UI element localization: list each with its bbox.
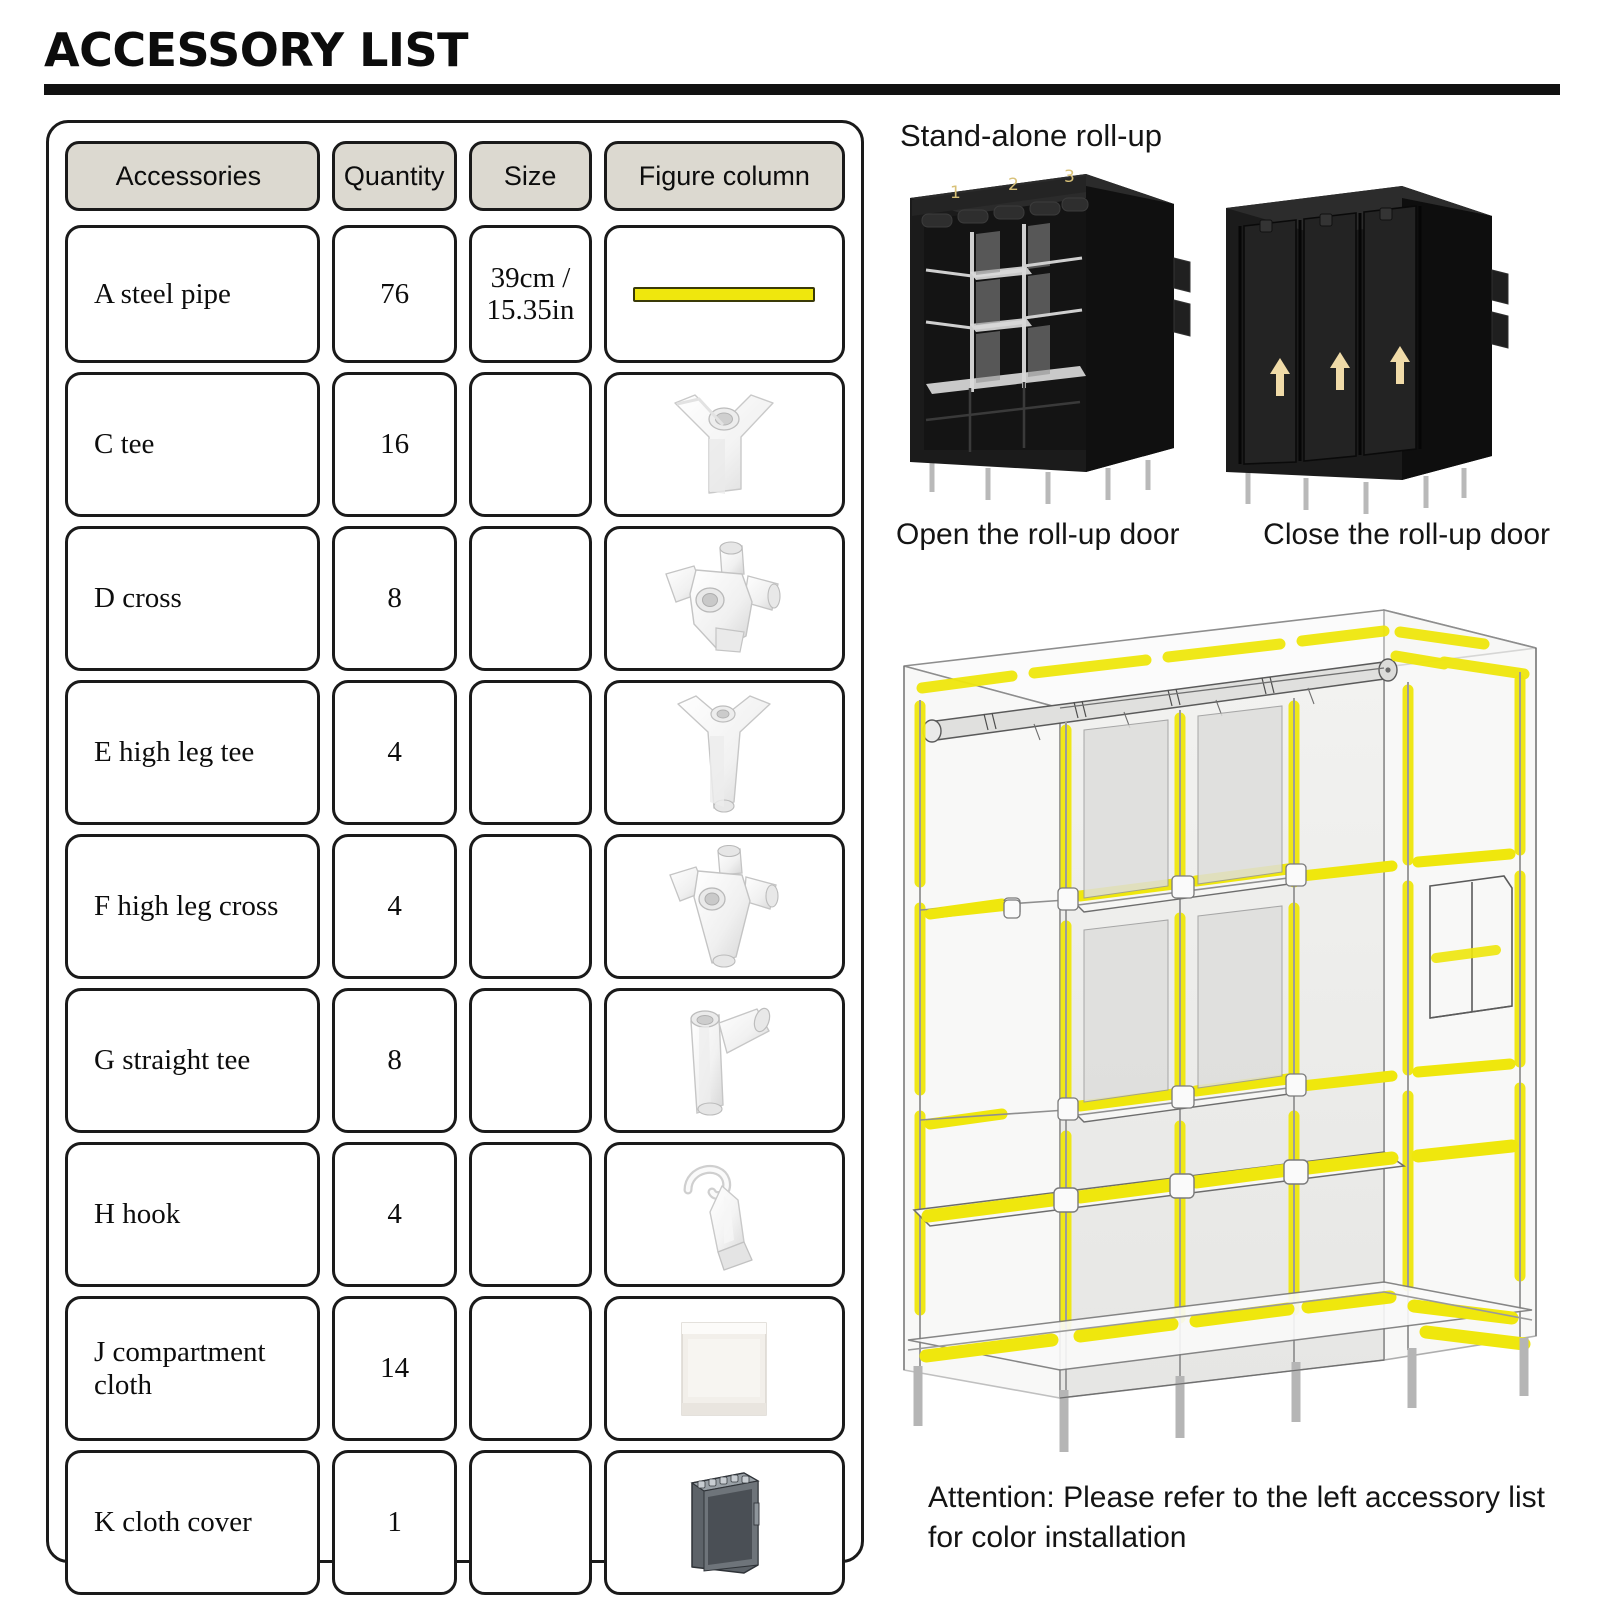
accessory-name: H hook <box>65 1142 321 1287</box>
wardrobe-captions: Open the roll-up door Close the roll-up … <box>890 518 1550 552</box>
accessory-size <box>469 680 592 825</box>
illustration-column: Stand-alone roll-up <box>890 118 1550 1475</box>
wardrobe-wireframe <box>903 608 1537 1452</box>
compartment-cloth-icon <box>681 1321 768 1416</box>
accessory-name: E high leg tee <box>65 680 321 825</box>
three-way-tee-connector-icon <box>674 393 775 494</box>
door-number-1: 1 <box>950 183 961 203</box>
accessory-name: K cloth cover <box>65 1450 321 1595</box>
accessory-quantity: 8 <box>332 526 458 671</box>
page-title: ACCESSORY LIST <box>44 23 469 77</box>
straight-tee-connector-icon <box>690 1007 771 1116</box>
size-line-1: 39cm / <box>490 261 571 294</box>
hook-icon <box>683 1164 754 1271</box>
accessory-name: F high leg cross <box>65 834 321 979</box>
open-wardrobe-illustration: 1 2 3 <box>910 167 1191 504</box>
column-header-figure-column: Figure column <box>603 141 845 211</box>
accessory-quantity: 4 <box>332 1142 458 1287</box>
closed-wardrobe-illustration <box>1226 186 1509 514</box>
accessory-figure <box>603 834 845 979</box>
table-row: H hook 4 <box>65 1142 845 1287</box>
accessory-quantity: 8 <box>332 988 458 1133</box>
accessory-quantity: 16 <box>332 372 458 517</box>
accessory-size <box>469 1450 592 1595</box>
accessory-size <box>469 834 592 979</box>
table-row: F high leg cross 4 <box>65 834 845 979</box>
title-divider <box>44 84 1560 96</box>
table-row: D cross 8 <box>65 526 845 671</box>
assembly-wireframe-diagram <box>884 570 1554 1475</box>
accessory-name: D cross <box>65 526 321 671</box>
table-header-row: Accessories Quantity Size Figure column <box>65 141 845 211</box>
accessory-size <box>469 1296 592 1441</box>
accessory-figure <box>603 680 845 825</box>
table-row: C tee 16 <box>65 372 845 517</box>
attention-line-2: for color installation <box>928 1520 1187 1554</box>
accessory-figure <box>603 1296 845 1441</box>
column-header-size: Size <box>468 141 592 211</box>
high-leg-tee-connector-icon <box>677 694 772 813</box>
size-line-2: 15.35in <box>486 294 575 326</box>
accessory-figure <box>603 988 845 1133</box>
door-number-2: 2 <box>1008 175 1019 195</box>
accessory-table: Accessories Quantity Size Figure column … <box>46 120 864 1595</box>
yellow-steel-pipe-icon <box>633 286 816 302</box>
cross-connector-icon <box>665 540 781 653</box>
cloth-cover-icon <box>690 1471 761 1574</box>
accessory-quantity: 1 <box>332 1450 458 1595</box>
column-header-accessories: Accessories <box>65 141 320 211</box>
open-door-caption: Open the roll-up door <box>896 518 1180 551</box>
accessory-figure <box>603 526 845 671</box>
accessory-quantity: 14 <box>332 1296 458 1441</box>
page-header: ACCESSORY LIST <box>44 23 1560 96</box>
attention-note: Attention: Please refer to the left acce… <box>928 1478 1568 1557</box>
close-door-caption: Close the roll-up door <box>1263 518 1550 551</box>
standalone-rollup-label: Stand-alone roll-up <box>900 118 1162 153</box>
table-row: J compartment cloth 14 <box>65 1296 845 1441</box>
accessory-figure <box>603 225 845 363</box>
accessory-quantity: 4 <box>332 680 458 825</box>
accessory-size: 39cm / 15.35in <box>469 225 592 363</box>
accessory-quantity: 76 <box>332 225 458 363</box>
accessory-size <box>469 526 592 671</box>
accessory-name: J compartment cloth <box>65 1296 321 1441</box>
column-header-quantity: Quantity <box>331 141 457 211</box>
high-leg-cross-connector-icon <box>669 844 779 968</box>
table-row: G straight tee 8 <box>65 988 845 1133</box>
accessory-size <box>469 988 592 1133</box>
attention-line-1: Attention: Please refer to the left acce… <box>928 1481 1545 1514</box>
table-row: A steel pipe 76 39cm / 15.35in <box>65 225 845 363</box>
accessory-figure <box>603 1142 845 1287</box>
accessory-size <box>469 372 592 517</box>
accessory-name: G straight tee <box>65 988 321 1133</box>
door-number-3: 3 <box>1064 167 1075 187</box>
accessory-name: C tee <box>65 372 321 517</box>
accessory-figure <box>603 1450 845 1595</box>
accessory-name: A steel pipe <box>65 225 321 363</box>
accessory-figure <box>603 372 845 517</box>
table-row: K cloth cover 1 <box>65 1450 845 1595</box>
accessory-quantity: 4 <box>332 834 458 979</box>
up-arrow-icon <box>1270 346 1410 396</box>
table-row: E high leg tee 4 <box>65 680 845 825</box>
accessory-size <box>469 1142 592 1287</box>
wardrobe-comparison: 1 2 3 <box>890 162 1550 514</box>
